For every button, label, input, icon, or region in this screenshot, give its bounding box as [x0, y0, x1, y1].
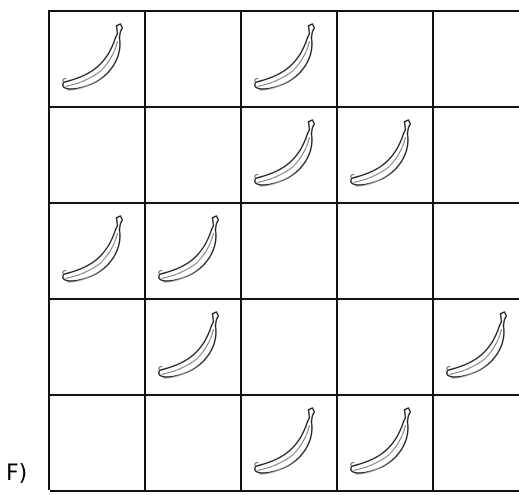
- grid-cell: [338, 396, 434, 492]
- banana-icon: [442, 308, 519, 386]
- grid-cell: [146, 12, 242, 108]
- grid-cell: [146, 204, 242, 300]
- grid-cell: [338, 300, 434, 396]
- grid-cell: [434, 300, 519, 396]
- grid-cell: [434, 204, 519, 300]
- option-label: F): [6, 462, 27, 486]
- banana-icon: [250, 404, 328, 482]
- grid-cell: [242, 12, 338, 108]
- grid-cell: [50, 396, 146, 492]
- grid-cell: [242, 300, 338, 396]
- grid-cell: [50, 12, 146, 108]
- banana-icon: [58, 212, 136, 290]
- grid-cell: [434, 12, 519, 108]
- grid-cell: [50, 108, 146, 204]
- banana-icon: [346, 404, 424, 482]
- grid-cell: [242, 396, 338, 492]
- banana-icon: [154, 212, 232, 290]
- banana-icon: [58, 20, 136, 98]
- grid-cell: [242, 108, 338, 204]
- grid-cell: [338, 108, 434, 204]
- grid-cell: [434, 396, 519, 492]
- grid-cell: [338, 12, 434, 108]
- grid-cell: [242, 204, 338, 300]
- grid-cell: [434, 108, 519, 204]
- grid-cell: [146, 396, 242, 492]
- banana-icon: [250, 20, 328, 98]
- grid-cell: [50, 300, 146, 396]
- grid-cell: [338, 204, 434, 300]
- grid-cell: [146, 108, 242, 204]
- grid-cell: [50, 204, 146, 300]
- banana-grid: [48, 10, 519, 490]
- banana-icon: [346, 116, 424, 194]
- banana-icon: [154, 308, 232, 386]
- banana-icon: [250, 116, 328, 194]
- grid-cell: [146, 300, 242, 396]
